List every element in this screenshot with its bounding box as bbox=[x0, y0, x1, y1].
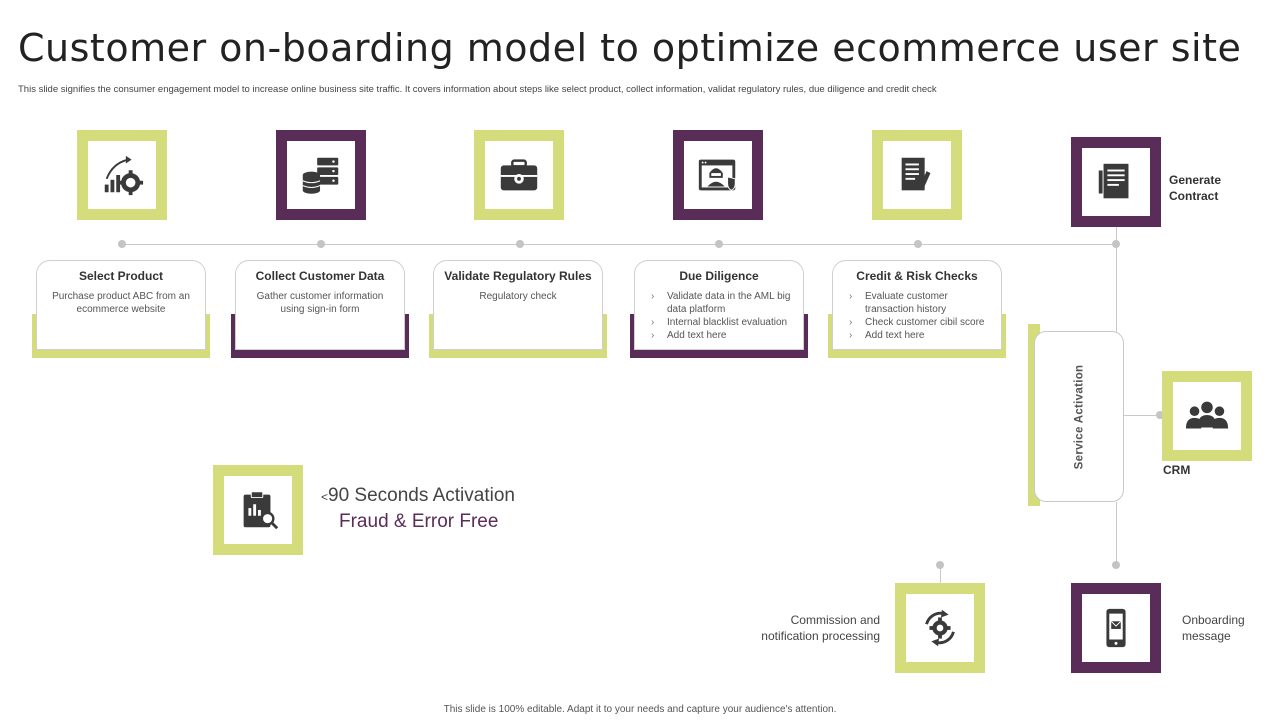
card-title: Due Diligence bbox=[679, 269, 759, 283]
service-activation-box: Service Activation bbox=[1034, 331, 1124, 502]
connector-dot bbox=[914, 240, 922, 248]
card-bullet-list: Evaluate customer transaction history Ch… bbox=[841, 290, 993, 342]
connector-dot bbox=[936, 561, 944, 569]
document-pen-icon bbox=[901, 157, 931, 191]
card-body: Select Product Purchase product ABC from… bbox=[36, 260, 206, 350]
card-title: Credit & Risk Checks bbox=[856, 269, 978, 283]
card-bullet: Evaluate customer transaction history bbox=[847, 290, 993, 316]
timeline-connector bbox=[122, 244, 1118, 245]
mobile-message-icon bbox=[1106, 608, 1126, 648]
crm-label: CRM bbox=[1163, 463, 1191, 477]
connector-dot bbox=[1156, 411, 1164, 419]
activation-headline: <90 Seconds Activation bbox=[321, 485, 515, 507]
commission-label: Commission and notification processing bbox=[761, 613, 880, 643]
connector-dot bbox=[1112, 240, 1120, 248]
connector-dot bbox=[317, 240, 325, 248]
card-bullet: Add text here bbox=[649, 329, 795, 342]
commission-connector bbox=[940, 566, 941, 584]
card-title: Select Product bbox=[78, 269, 164, 283]
card-description: Gather customer information using sign-i… bbox=[256, 291, 384, 315]
page-subtitle: This slide signifies the consumer engage… bbox=[18, 84, 937, 95]
step-card-due-diligence: Due Diligence Validate data in the AML b… bbox=[630, 260, 808, 358]
footer-note: This slide is 100% editable. Adapt it to… bbox=[443, 704, 837, 715]
activation-icon-box bbox=[213, 465, 303, 555]
connector-dot bbox=[715, 240, 723, 248]
step-card-credit-risk-checks: Credit & Risk Checks Evaluate customer t… bbox=[828, 260, 1006, 358]
step-card-select-product: Select Product Purchase product ABC from… bbox=[32, 260, 210, 358]
activation-subline: Fraud & Error Free bbox=[339, 511, 499, 532]
growth-gear-icon bbox=[104, 155, 144, 196]
contract-document-icon bbox=[1098, 163, 1129, 199]
step-icon-box bbox=[276, 130, 366, 220]
generate-contract-label: Generate Contract bbox=[1169, 173, 1222, 203]
generate-contract-icon-box bbox=[1071, 137, 1161, 227]
card-body: Collect Customer Data Gather customer in… bbox=[235, 260, 405, 350]
crm-connector bbox=[1124, 415, 1160, 416]
service-activation-label: Service Activation bbox=[1073, 364, 1085, 469]
step-icon-box bbox=[474, 130, 564, 220]
card-body: Credit & Risk Checks Evaluate customer t… bbox=[832, 260, 1002, 350]
onboarding-label: Onboarding message bbox=[1182, 613, 1245, 643]
toolbox-gear-icon bbox=[500, 159, 538, 191]
card-title: Collect Customer Data bbox=[255, 269, 385, 283]
step-icon-box bbox=[77, 130, 167, 220]
database-server-icon bbox=[302, 157, 339, 194]
connector-dot bbox=[118, 240, 126, 248]
card-description: Regulatory check bbox=[479, 291, 557, 302]
card-description: Purchase product ABC from an ecommerce w… bbox=[52, 291, 190, 315]
activation-prefix: < bbox=[321, 490, 329, 504]
step-card-validate-regulatory-rules: Validate Regulatory Rules Regulatory che… bbox=[429, 260, 607, 358]
card-body: Validate Regulatory Rules Regulatory che… bbox=[433, 260, 603, 350]
clipboard-search-icon bbox=[243, 491, 279, 530]
crm-icon-box bbox=[1162, 371, 1252, 461]
people-group-icon bbox=[1185, 401, 1229, 429]
commission-icon-box bbox=[895, 583, 985, 673]
card-bullet-list: Validate data in the AML big data platfo… bbox=[643, 290, 795, 342]
card-bullet: Check customer cibil score bbox=[847, 316, 993, 329]
step-icon-box bbox=[673, 130, 763, 220]
card-bullet: Add text here bbox=[847, 329, 993, 342]
cycle-gear-icon bbox=[925, 609, 955, 647]
onboarding-icon-box bbox=[1071, 583, 1161, 673]
card-body: Due Diligence Validate data in the AML b… bbox=[634, 260, 804, 350]
card-bullet: Internal blacklist evaluation bbox=[649, 316, 795, 329]
page-title: Customer on-boarding model to optimize e… bbox=[18, 26, 1242, 70]
step-icon-box bbox=[872, 130, 962, 220]
step-card-collect-customer-data: Collect Customer Data Gather customer in… bbox=[231, 260, 409, 358]
connector-dot bbox=[516, 240, 524, 248]
vertical-connector bbox=[1116, 220, 1117, 332]
connector-dot bbox=[1112, 561, 1120, 569]
activation-time: 90 Seconds Activation bbox=[328, 485, 515, 506]
card-title: Validate Regulatory Rules bbox=[444, 269, 592, 283]
card-bullet: Validate data in the AML big data platfo… bbox=[649, 290, 795, 316]
hacker-shield-icon bbox=[698, 159, 736, 191]
vertical-connector-lower bbox=[1116, 502, 1117, 566]
